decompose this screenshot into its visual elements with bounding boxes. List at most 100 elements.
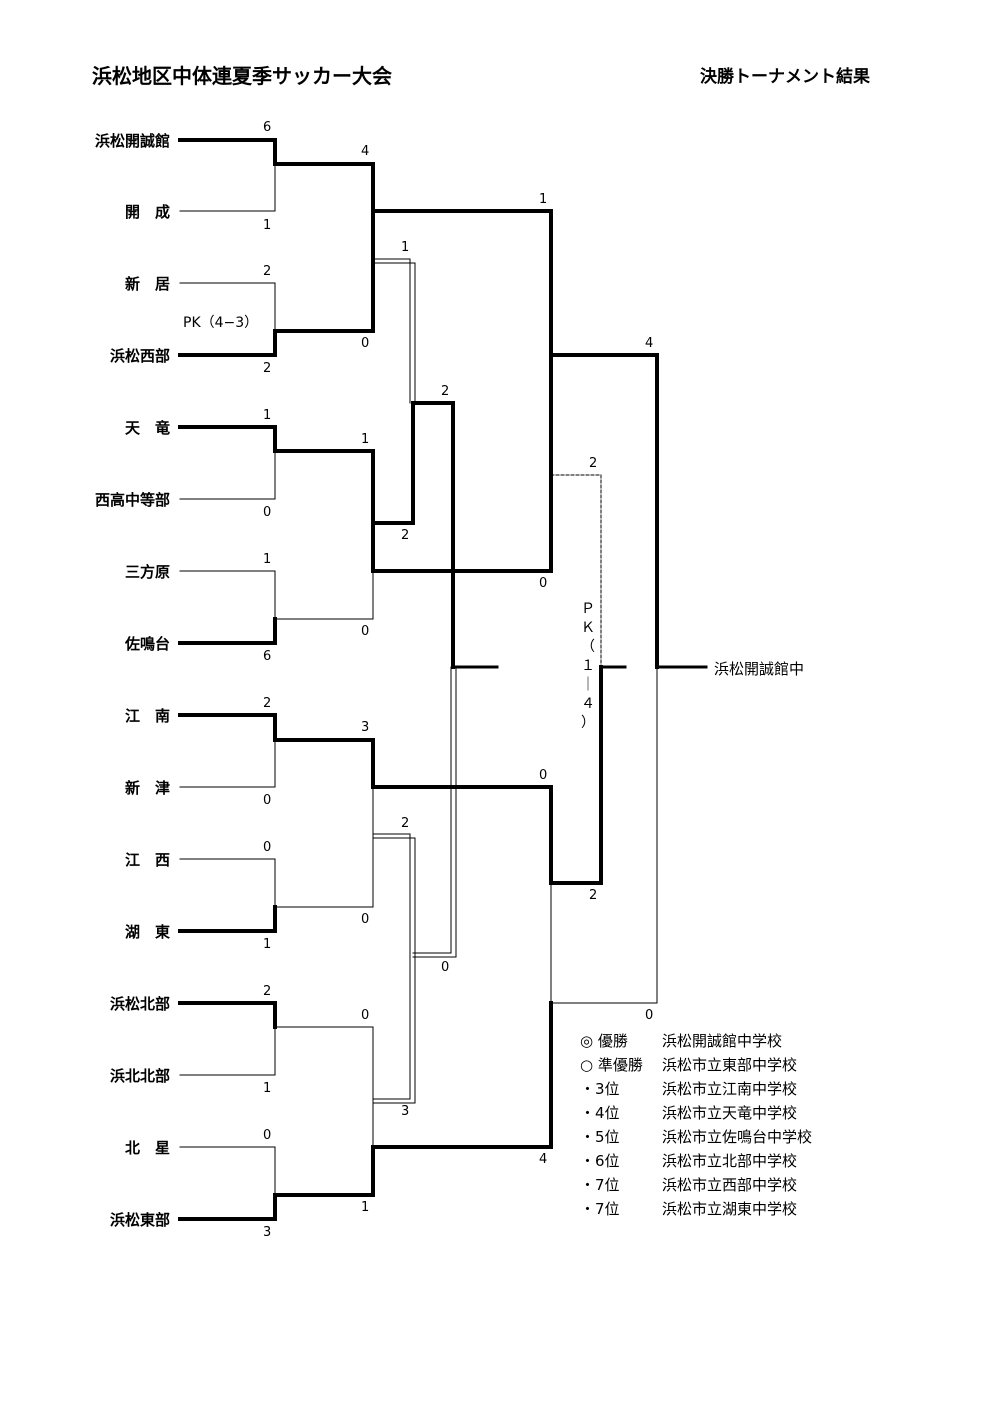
- r1-line-13: [178, 1001, 277, 1029]
- team-name: 新 津: [124, 779, 170, 797]
- score: 0: [263, 840, 272, 855]
- score: 2: [589, 456, 598, 471]
- team-name: 天 竜: [124, 419, 170, 437]
- result-mark: ・3位: [580, 1080, 620, 1098]
- score: 1: [263, 552, 272, 567]
- result-row: ○ 準優勝 浜松市立東部中学校: [580, 1054, 797, 1075]
- r1-line-16: [178, 1193, 277, 1221]
- r3-line-4a: [372, 954, 411, 1100]
- result-row: ・3位浜松市立江南中学校: [580, 1078, 797, 1099]
- score: 4: [361, 144, 370, 159]
- result-row: ◎ 優勝浜松開誠館中学校: [580, 1030, 782, 1051]
- score: 3: [401, 1104, 410, 1119]
- page-title: 浜松地区中体連夏季サッカー大会: [92, 64, 392, 88]
- score: 1: [401, 240, 410, 255]
- r3-line-3a: [372, 833, 411, 956]
- team-name: 北 星: [124, 1139, 170, 1157]
- score: 6: [263, 649, 272, 664]
- result-school: 浜松市立東部中学校: [662, 1056, 798, 1074]
- score: 0: [361, 1008, 370, 1023]
- score: 2: [589, 888, 598, 903]
- r2-line-6: [274, 786, 374, 908]
- r4-line-lower-b: [412, 666, 457, 958]
- result-school: 浜松市立天竜中学校: [662, 1104, 798, 1122]
- r1-line-12: [178, 905, 277, 933]
- pk-note: PK（4−3）: [183, 315, 259, 331]
- sf-line-3: [371, 785, 553, 885]
- r2-line-2: [273, 209, 375, 333]
- result-school: 浜松市立佐鳴台中学校: [662, 1128, 813, 1146]
- score: 0: [441, 960, 450, 975]
- team-name: 三方原: [124, 563, 170, 581]
- score: 1: [361, 432, 370, 447]
- score: 0: [263, 1128, 272, 1143]
- score: 1: [539, 192, 548, 207]
- result-mark: ・7位: [580, 1176, 620, 1194]
- score: 1: [263, 218, 272, 233]
- team-name: 浜北北部: [109, 1067, 170, 1085]
- score: 0: [539, 768, 548, 783]
- result-mark: ・4位: [580, 1104, 620, 1122]
- team-name: 開 成: [124, 203, 170, 221]
- r3-line-4b: [372, 954, 416, 1104]
- r1-line-15: [179, 1146, 276, 1196]
- sf-line-1: [371, 209, 553, 357]
- score: 0: [263, 793, 272, 808]
- result-mark: ・7位: [580, 1200, 620, 1218]
- r1-line-6: [179, 450, 276, 500]
- r1-line-1: [178, 138, 277, 166]
- score: 3: [263, 1225, 272, 1240]
- pk-char: ）: [581, 715, 595, 731]
- sf-line-4: [371, 1001, 553, 1149]
- r1-line-2: [179, 163, 276, 212]
- score: 0: [361, 624, 370, 639]
- score: 1: [263, 1081, 272, 1096]
- result-row: ・5位 浜松市立佐鳴台中学校: [580, 1126, 812, 1147]
- score: 0: [263, 505, 272, 520]
- result-school: 浜松市立湖東中学校: [662, 1200, 798, 1218]
- third-line-upper: [550, 474, 602, 668]
- score: 1: [263, 937, 272, 952]
- r1-line-14: [179, 1026, 276, 1076]
- team-name: 西高中等部: [94, 491, 170, 509]
- team-name: 江 南: [124, 707, 170, 725]
- team-name: 江 西: [124, 851, 170, 869]
- team-name: 浜松開誠館: [94, 132, 170, 150]
- score: 2: [401, 528, 410, 543]
- score: 2: [401, 816, 410, 831]
- r1-line-8: [178, 617, 277, 645]
- team-name: 湖 東: [124, 923, 170, 941]
- r3-line-1a: [372, 258, 411, 404]
- score: 0: [361, 336, 370, 351]
- r1-line-3: [179, 282, 276, 332]
- pk-char: ｜: [581, 677, 595, 693]
- result-mark: ・5位: [580, 1128, 620, 1146]
- score: 4: [539, 1152, 548, 1167]
- pk-char: Ｐ: [581, 601, 595, 617]
- r1-line-4: [178, 329, 277, 357]
- team-name: 浜松東部: [109, 1211, 170, 1229]
- score: 2: [263, 361, 272, 376]
- pk-char: １: [581, 658, 595, 674]
- sf-line-2: [371, 353, 553, 573]
- result-mark: ○ 準優勝: [580, 1056, 643, 1074]
- score: 2: [263, 984, 272, 999]
- score: 2: [263, 696, 272, 711]
- result-school: 浜松市立西部中学校: [662, 1176, 798, 1194]
- third-line-lower: [549, 665, 603, 885]
- score: 1: [263, 408, 272, 423]
- champion-name: 浜松開誠館中: [714, 660, 805, 678]
- score: 4: [645, 336, 654, 351]
- r1-line-5: [178, 425, 277, 453]
- r2-line-3: [273, 449, 375, 573]
- pk-char: ４: [581, 696, 595, 712]
- r3-line-3b: [372, 837, 416, 956]
- r1-line-10: [179, 739, 276, 788]
- r1-line-11: [179, 858, 276, 908]
- result-mark: ・6位: [580, 1152, 620, 1170]
- r2-line-7: [274, 1026, 374, 1148]
- final-line-upper: [549, 353, 659, 669]
- result-mark: ◎ 優勝: [580, 1032, 628, 1050]
- r1-line-7: [179, 570, 276, 620]
